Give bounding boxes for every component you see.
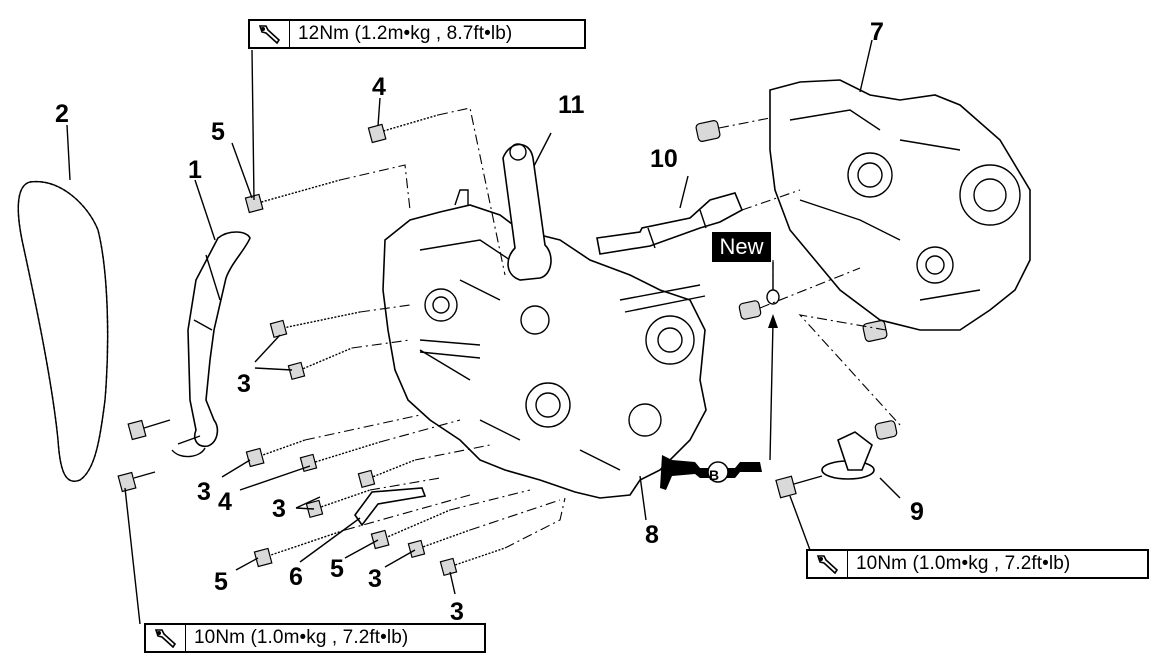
callout-9: 9	[910, 498, 924, 526]
torque-value-top: 12Nm (1.2m•kg , 8.7ft•lb)	[298, 23, 513, 44]
leader-lines	[66, 49, 811, 625]
torque-spec-bottom-left: 10Nm (1.0m•kg , 7.2ft•lb)	[144, 623, 486, 653]
new-part-badge: New	[712, 232, 771, 262]
callout-5-top: 5	[211, 118, 225, 146]
balancer-shaft	[596, 175, 744, 255]
callout-6: 6	[289, 563, 303, 591]
callout-8: 8	[645, 521, 659, 549]
guide-bolts	[117, 419, 171, 493]
strainer-bolt	[775, 475, 823, 499]
dowel-pins	[695, 120, 898, 440]
grease-applicator-icon	[660, 314, 778, 490]
timing-chain	[17, 180, 109, 482]
callout-5-middle: 5	[330, 555, 344, 583]
torque-value-bottom-left: 10Nm (1.0m•kg , 7.2ft•lb)	[194, 627, 409, 648]
torque-spec-bottom-right: 10Nm (1.0m•kg , 7.2ft•lb)	[806, 549, 1149, 579]
callout-3-middle: 3	[272, 495, 286, 523]
assembly-lines	[304, 107, 901, 549]
callout-1: 1	[188, 156, 202, 184]
callout-11: 11	[558, 91, 585, 119]
callout-2: 2	[55, 100, 69, 128]
crankcase-bolts	[244, 114, 506, 577]
callout-5-left: 5	[214, 568, 228, 596]
right-crankcase	[769, 39, 1031, 331]
chain-guide	[171, 231, 251, 458]
callout-3-bottom: 3	[368, 565, 382, 593]
callout-4-lower: 4	[218, 488, 232, 516]
o-ring	[766, 289, 780, 305]
connecting-rod	[502, 132, 552, 281]
callout-4-top: 4	[372, 73, 386, 101]
callout-7: 7	[870, 18, 884, 46]
torque-wrench-icon	[250, 21, 290, 47]
lubricant-symbol: B	[709, 467, 719, 483]
torque-spec-top: 12Nm (1.2m•kg , 8.7ft•lb)	[248, 19, 586, 49]
oil-strainer	[821, 431, 901, 499]
torque-wrench-icon	[146, 625, 186, 651]
callout-3-base: 3	[450, 598, 464, 626]
callout-3-left: 3	[237, 370, 251, 398]
callout-10: 10	[650, 145, 678, 173]
left-crankcase	[382, 189, 707, 499]
torque-value-bottom-right: 10Nm (1.0m•kg , 7.2ft•lb)	[856, 553, 1071, 574]
chain-guide-stopper	[354, 487, 427, 527]
callout-3-lower: 3	[197, 478, 211, 506]
torque-wrench-icon	[808, 551, 848, 577]
